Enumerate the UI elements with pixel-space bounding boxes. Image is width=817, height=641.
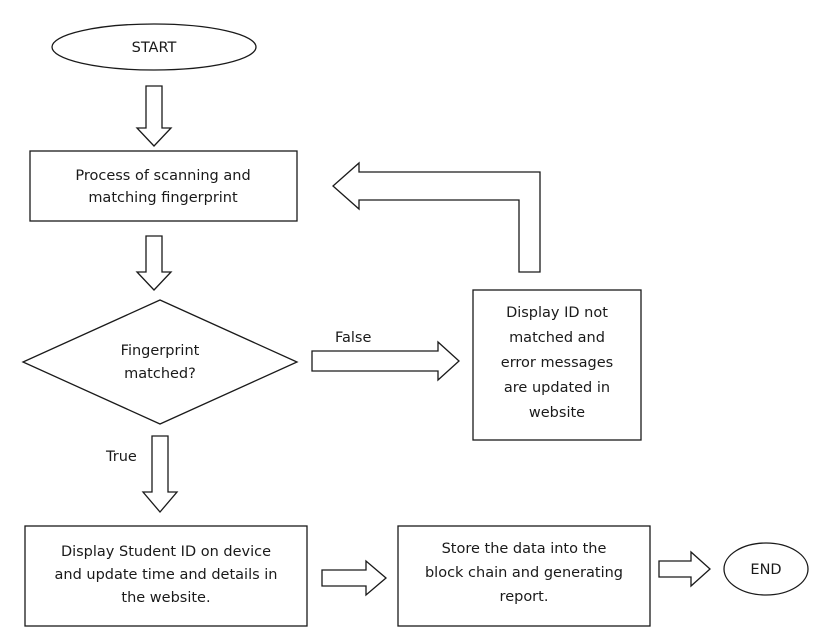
decision-line-2: matched? bbox=[124, 366, 196, 382]
arrow-start-to-scan bbox=[135, 85, 173, 147]
store-line-3: report. bbox=[500, 589, 549, 605]
error-line-1: Display ID not bbox=[506, 305, 608, 321]
store-line-2: block chain and generating bbox=[425, 565, 623, 581]
start-node: START bbox=[51, 23, 257, 71]
error-line-2: matched and bbox=[509, 330, 605, 346]
store-line-1: Store the data into the bbox=[442, 541, 607, 557]
arrow-false-to-error bbox=[311, 340, 460, 382]
end-label: END bbox=[750, 562, 781, 578]
false-edge-label: False bbox=[335, 330, 371, 346]
display-student-id-box bbox=[24, 525, 308, 627]
arrow-store-to-end bbox=[658, 550, 711, 588]
true-edge-label: True bbox=[105, 449, 137, 465]
arrow-display-to-store bbox=[321, 559, 388, 597]
decision-diamond bbox=[21, 299, 299, 425]
display-line-3: the website. bbox=[121, 590, 210, 606]
error-line-5: website bbox=[529, 405, 585, 421]
end-ellipse bbox=[723, 542, 809, 596]
start-ellipse bbox=[51, 23, 257, 71]
error-line-3: error messages bbox=[501, 355, 613, 371]
store-blockchain-node: Store the data into the block chain and … bbox=[397, 525, 651, 627]
display-line-1: Display Student ID on device bbox=[61, 544, 271, 560]
error-node: Display ID not matched and error message… bbox=[472, 289, 642, 441]
end-node: END bbox=[723, 542, 809, 596]
scan-process-line-2: matching fingerprint bbox=[88, 190, 238, 206]
scan-process-line-1: Process of scanning and bbox=[75, 168, 250, 184]
decision-node: Fingerprint matched? bbox=[21, 299, 299, 425]
scan-process-node: Process of scanning and matching fingerp… bbox=[29, 150, 298, 222]
arrow-error-loop-to-scan bbox=[332, 161, 541, 273]
start-label: START bbox=[132, 40, 177, 56]
arrow-scan-to-decision bbox=[135, 235, 173, 291]
display-line-2: and update time and details in bbox=[55, 567, 278, 583]
display-student-id-node: Display Student ID on device and update … bbox=[24, 525, 308, 627]
decision-line-1: Fingerprint bbox=[121, 343, 200, 359]
store-blockchain-box bbox=[397, 525, 651, 627]
arrow-true-to-display bbox=[141, 435, 179, 514]
error-box bbox=[472, 289, 642, 441]
scan-process-box bbox=[29, 150, 298, 222]
error-line-4: are updated in bbox=[504, 380, 610, 396]
